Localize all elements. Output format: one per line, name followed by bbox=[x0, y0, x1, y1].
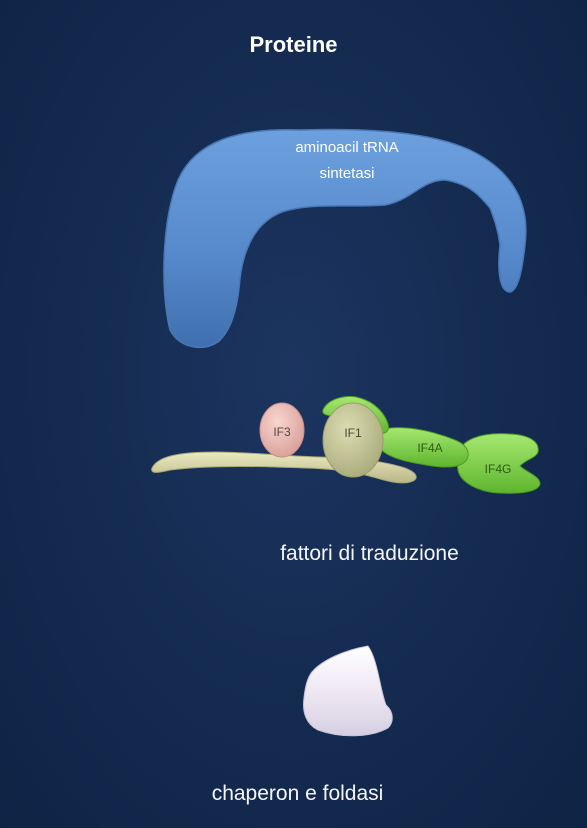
if1-label: IF1 bbox=[344, 426, 362, 440]
if4g-protein bbox=[456, 433, 541, 494]
if4a-label: IF4A bbox=[417, 441, 442, 455]
chaperon-caption: chaperon e foldasi bbox=[211, 782, 384, 805]
if3-label: IF3 bbox=[273, 425, 291, 439]
slide-title: Proteine bbox=[249, 32, 338, 57]
synthetase-label-line1: aminoacil tRNA bbox=[295, 139, 398, 156]
synthetase-shape bbox=[163, 128, 527, 349]
if3-protein bbox=[259, 402, 305, 458]
synthetase-label-line2: sintetasi bbox=[319, 165, 374, 182]
if4g-label: IF4G bbox=[485, 462, 512, 476]
chaperon-protein bbox=[303, 645, 393, 737]
factors-caption: fattori di traduzione bbox=[280, 542, 459, 565]
if1-protein bbox=[322, 402, 384, 478]
